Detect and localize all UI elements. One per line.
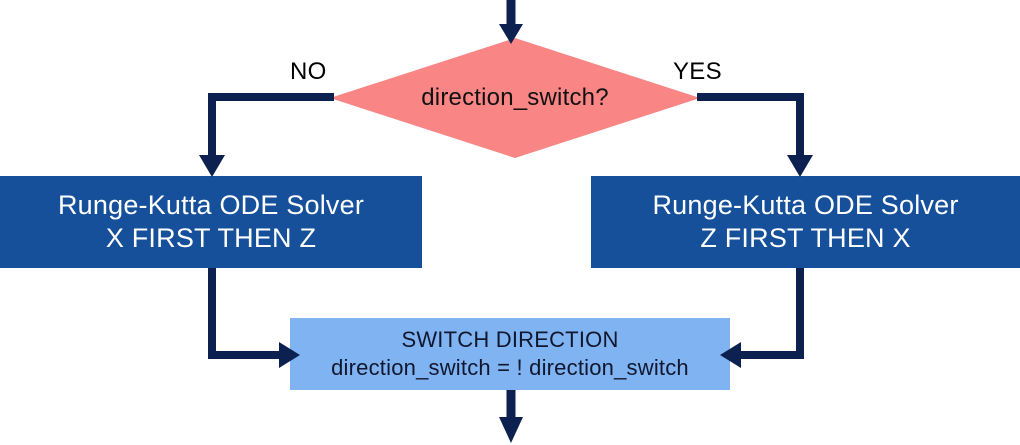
no-branch-connector [199, 93, 334, 177]
yes-branch-connector [697, 93, 813, 177]
decision-diamond-shape [330, 38, 700, 158]
process-box-left-shape [0, 176, 422, 268]
action-box-shape [290, 318, 730, 390]
process-box-right-shape [591, 176, 1020, 268]
edge-label-no: NO [290, 58, 327, 85]
right-to-action-connector [720, 268, 804, 368]
left-to-action-connector [208, 268, 300, 368]
edge-label-yes: YES [673, 58, 722, 85]
entry-arrow-connector [499, 0, 523, 44]
exit-arrow-connector [499, 390, 523, 443]
